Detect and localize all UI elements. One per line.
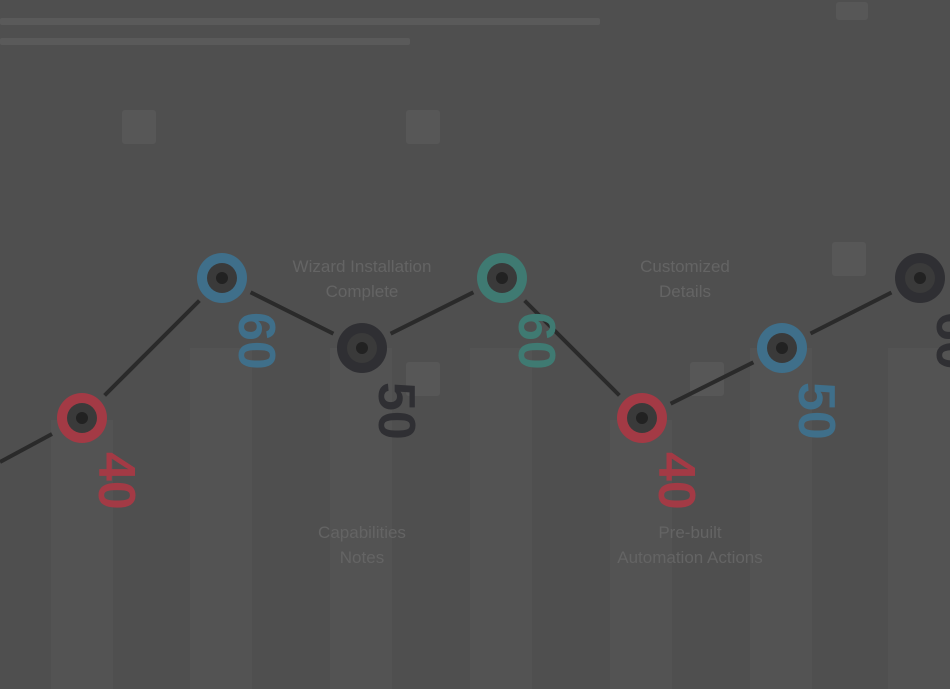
timeline-column	[610, 420, 672, 689]
timeline-connector	[0, 432, 53, 464]
timeline-node	[337, 323, 387, 373]
node-core	[636, 412, 648, 424]
timeline-connector	[669, 360, 755, 406]
timeline-node	[757, 323, 807, 373]
timeline-node	[57, 393, 107, 443]
node-core	[356, 342, 368, 354]
feature-icon	[122, 110, 156, 144]
timeline-column	[330, 348, 392, 689]
node-core	[914, 272, 926, 284]
node-value: 60	[925, 312, 950, 370]
timeline-column	[470, 348, 532, 689]
label-line: Pre-built	[658, 523, 722, 542]
timeline-connector	[523, 299, 621, 397]
timeline-column	[51, 420, 113, 689]
milestone-label: Wizard Installation Complete	[262, 254, 462, 304]
timeline-connector	[389, 290, 475, 336]
milestone-label: Pre-built Automation Actions	[590, 520, 790, 570]
milestone-label: Customized Details	[590, 254, 780, 304]
node-core	[496, 272, 508, 284]
feature-icon	[406, 110, 440, 144]
node-core	[776, 342, 788, 354]
header-text-line	[0, 38, 410, 45]
header-icon	[836, 2, 868, 20]
timeline-node	[197, 253, 247, 303]
feature-icon	[406, 362, 440, 396]
header-text-line	[0, 18, 600, 25]
label-line: Details	[659, 282, 711, 301]
label-line: Automation Actions	[617, 548, 763, 567]
label-line: Customized	[640, 257, 730, 276]
feature-icon	[832, 242, 866, 276]
timeline-column	[750, 348, 812, 689]
timeline-node	[477, 253, 527, 303]
node-value: 40	[647, 452, 705, 510]
timeline-column	[888, 348, 950, 689]
label-line: Notes	[339, 548, 385, 567]
timeline-connector	[103, 299, 201, 397]
node-value: 60	[507, 312, 565, 370]
timeline-node	[617, 393, 667, 443]
node-core	[216, 272, 228, 284]
milestone-label: Capabilities Notes	[262, 520, 462, 570]
node-value: 40	[87, 452, 145, 510]
label-line: Wizard Installation	[292, 257, 432, 276]
label-line: Capabilities	[318, 523, 406, 542]
node-value: 50	[787, 382, 845, 440]
timeline-column	[190, 348, 252, 689]
timeline-connector	[809, 290, 893, 336]
node-value: 60	[227, 312, 285, 370]
timeline-node	[895, 253, 945, 303]
node-value: 50	[367, 382, 425, 440]
node-core	[76, 412, 88, 424]
label-line: Complete	[325, 282, 399, 301]
timeline-connector	[249, 290, 335, 336]
